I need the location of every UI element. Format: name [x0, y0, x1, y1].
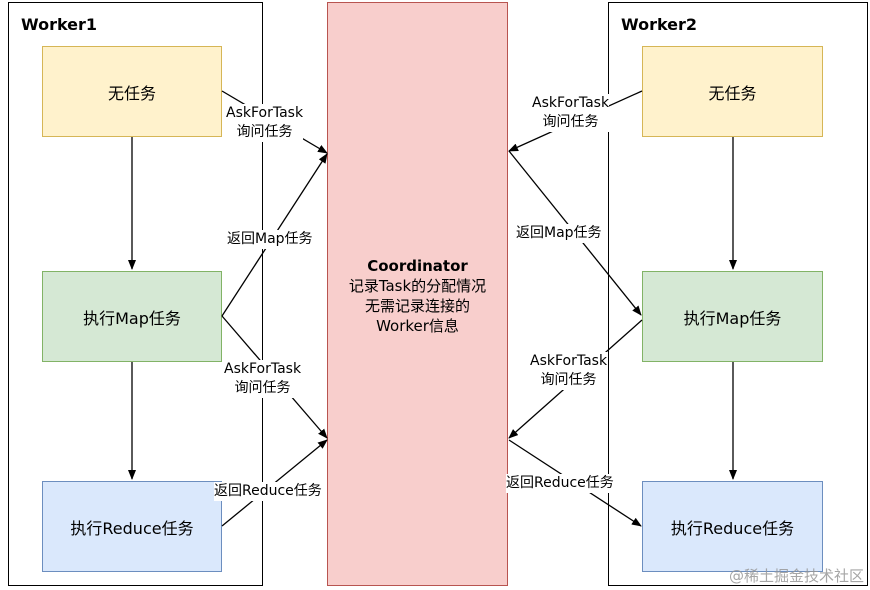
worker2-map-label: 执行Map任务 — [683, 308, 782, 328]
worker2-return-map-label: 返回Map任务 — [516, 224, 602, 243]
worker2-idle-box: 无任务 — [642, 46, 823, 137]
coordinator-line-3: Worker信息 — [376, 317, 459, 335]
worker2-idle-label: 无任务 — [708, 83, 757, 103]
worker1-map-box: 执行Map任务 — [42, 271, 222, 362]
worker1-return-reduce-label: 返回Reduce任务 — [214, 482, 322, 501]
coordinator-title: Coordinator — [367, 257, 468, 275]
worker1-map-label: 执行Map任务 — [83, 308, 181, 328]
coordinator-text: Coordinator 记录Task的分配情况 无需记录连接的 Worker信息 — [328, 256, 507, 336]
worker1-reduce-box: 执行Reduce任务 — [42, 481, 222, 572]
worker1-reduce-label: 执行Reduce任务 — [70, 518, 194, 538]
worker2-return-reduce-label: 返回Reduce任务 — [506, 474, 614, 493]
worker1-idle-label: 无任务 — [107, 83, 156, 103]
worker1-return-map-label: 返回Map任务 — [227, 230, 313, 249]
worker1-idle-box: 无任务 — [42, 46, 222, 137]
worker2-title: Worker2 — [621, 15, 698, 34]
watermark: @稀土掘金技术社区 — [728, 567, 864, 585]
coordinator-box: Coordinator 记录Task的分配情况 无需记录连接的 Worker信息 — [327, 2, 508, 586]
worker2-reduce-box: 执行Reduce任务 — [642, 481, 823, 572]
worker1-title: Worker1 — [21, 15, 98, 34]
worker2-reduce-label: 执行Reduce任务 — [670, 518, 795, 538]
coordinator-line-1: 记录Task的分配情况 — [348, 277, 487, 295]
coordinator-line-2: 无需记录连接的 — [364, 297, 470, 315]
worker2-map-box: 执行Map任务 — [642, 271, 823, 362]
